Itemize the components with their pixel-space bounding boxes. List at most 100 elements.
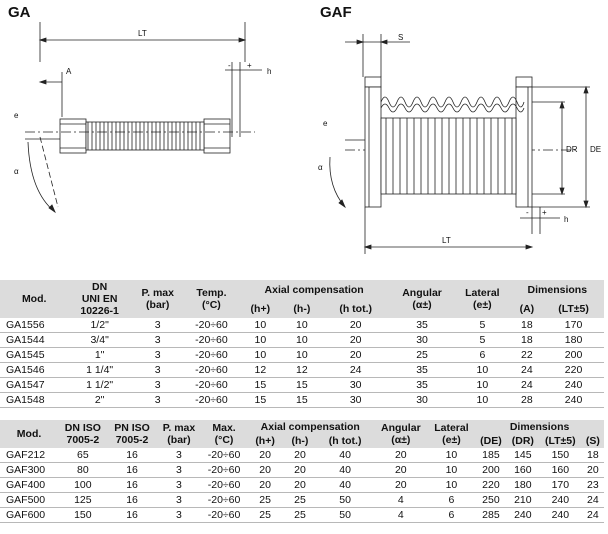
table-cell: 30 (321, 377, 390, 393)
table-cell: 3 (156, 492, 202, 508)
gaf-s-label: S (398, 33, 403, 42)
table-cell: 5 (454, 332, 511, 348)
table-cell: 30 (321, 392, 390, 408)
table-cell: 160 (506, 462, 539, 478)
table-cell: 3 (130, 347, 185, 363)
table-cell: 20 (246, 448, 284, 463)
table-cell: 20 (321, 318, 390, 333)
col-pmax: P. max(bar) (156, 420, 202, 448)
table-cell: 24 (321, 362, 390, 378)
table-cell: 180 (543, 332, 604, 348)
model-cell: GA1556 (0, 318, 69, 333)
table-cell: 25 (389, 347, 455, 363)
col-lt: (LT±5) (543, 299, 604, 318)
table-cell: 240 (538, 492, 582, 508)
table-cell: 30 (389, 392, 455, 408)
table-cell: 12 (238, 362, 283, 378)
table-cell: 18 (510, 332, 544, 348)
table-cell: 3 (156, 448, 202, 463)
table-cell: 20 (581, 462, 604, 478)
table-cell: 20 (283, 462, 317, 478)
gaf-de-label: DE (590, 145, 601, 154)
table-cell: 20 (283, 477, 317, 493)
ga-alpha-label: α (14, 167, 19, 176)
table-cell: 20 (373, 477, 428, 493)
table-cell: 3 (130, 318, 185, 333)
table-cell: 15 (238, 377, 283, 393)
model-cell: GA1544 (0, 332, 69, 348)
col-hplus: (h+) (246, 434, 284, 448)
table-cell: 150 (58, 507, 108, 523)
col-mod: Mod. (0, 280, 69, 318)
model-cell: GA1548 (0, 392, 69, 408)
model-cell: GAF400 (0, 477, 59, 493)
model-cell: GA1546 (0, 362, 69, 378)
table-cell: 3/4" (68, 332, 131, 348)
col-htot: (h tot.) (316, 434, 374, 448)
table-cell: 80 (58, 462, 108, 478)
table-cell: 200 (475, 462, 507, 478)
table-cell: 10 (427, 462, 476, 478)
table-cell: -20÷60 (184, 318, 239, 333)
ga-minus-label: - (228, 61, 231, 70)
table-cell: 35 (389, 377, 455, 393)
table-cell: 10 (238, 347, 283, 363)
table-cell: 240 (538, 507, 582, 523)
table-cell: 4 (373, 492, 428, 508)
gaf-minus-label: - (526, 208, 529, 217)
model-cell: GA1545 (0, 347, 69, 363)
table-cell: 240 (543, 392, 604, 408)
table-cell: 15 (282, 392, 322, 408)
table-cell: 2" (68, 392, 131, 408)
table-cell: 6 (427, 507, 476, 523)
table-cell: 24 (581, 507, 604, 523)
gaf-heading: GAF (320, 4, 352, 21)
table-cell: 50 (316, 507, 374, 523)
table-cell: -20÷60 (184, 362, 239, 378)
model-cell: GAF300 (0, 462, 59, 478)
gaf-e-label: e (323, 119, 328, 128)
table-cell: -20÷60 (184, 392, 239, 408)
table-cell: 65 (58, 448, 108, 463)
table-cell: -20÷60 (201, 462, 247, 478)
ga-h-label: h (267, 67, 271, 76)
model-cell: GAF500 (0, 492, 59, 508)
col-axial: Axial compensation (246, 420, 374, 434)
table-cell: 22 (510, 347, 544, 363)
table-cell: 30 (389, 332, 455, 348)
ga-e-label: e (14, 111, 19, 120)
model-cell: GAF600 (0, 507, 59, 523)
table-cell: 10 (282, 347, 322, 363)
table-cell: 15 (238, 392, 283, 408)
col-angular: Angular(α±) (373, 420, 428, 448)
col-htot: (h tot.) (321, 299, 390, 318)
col-angular: Angular(α±) (389, 280, 455, 318)
table-cell: 170 (538, 477, 582, 493)
col-lateral: Lateral(e±) (427, 420, 476, 448)
col-pmax: P. max(bar) (130, 280, 185, 318)
table-cell: 220 (543, 362, 604, 378)
col-mod: Mod. (0, 420, 59, 448)
gaf-dr-label: DR (566, 145, 578, 154)
table-cell: 40 (316, 448, 374, 463)
table-cell: 150 (538, 448, 582, 463)
table-cell: 1 1/4" (68, 362, 131, 378)
table-cell: 40 (316, 477, 374, 493)
table-cell: 240 (543, 377, 604, 393)
table-cell: 220 (475, 477, 507, 493)
table-cell: 3 (156, 477, 202, 493)
table-cell: 10 (454, 377, 511, 393)
table-cell: 50 (316, 492, 374, 508)
col-axial: Axial compensation (238, 280, 390, 299)
model-cell: GA1547 (0, 377, 69, 393)
col-hplus: (h+) (238, 299, 283, 318)
